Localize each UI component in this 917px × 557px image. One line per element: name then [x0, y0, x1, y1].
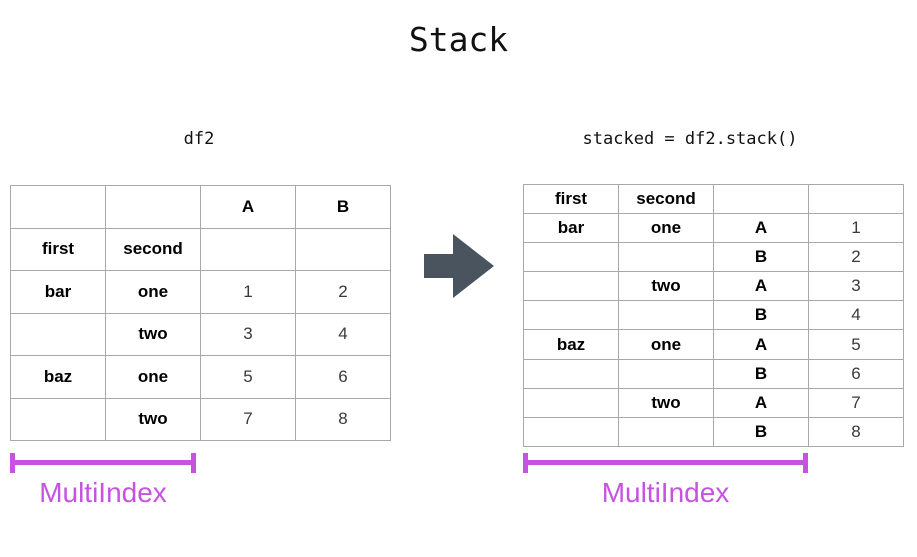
table-cell [200, 227, 296, 271]
table-cell: 5 [808, 329, 904, 360]
table-cell: two [618, 387, 714, 418]
multiindex-bracket-left [10, 453, 196, 473]
page-title: Stack [408, 20, 509, 59]
bracket-bar [10, 460, 196, 465]
table-cell [523, 387, 619, 418]
table-cell: 1 [200, 270, 296, 314]
table-cell: first [523, 183, 619, 215]
table-cell: first [10, 227, 106, 271]
table-cell: B [713, 416, 809, 447]
table-cell: A [713, 387, 809, 418]
table-cell [808, 183, 904, 215]
bracket-cap-icon [191, 453, 196, 473]
table-cell [523, 242, 619, 273]
table-cell: bar [523, 213, 619, 244]
table-cell: 7 [200, 397, 296, 441]
arrow-right-icon [424, 232, 496, 300]
table-cell [618, 358, 714, 389]
table-cell [523, 271, 619, 302]
table-cell: 7 [808, 387, 904, 418]
table-cell: 6 [808, 358, 904, 389]
table-cell: two [618, 271, 714, 302]
table-cell: 2 [295, 270, 391, 314]
table-cell: B [713, 358, 809, 389]
table-cell: second [618, 183, 714, 215]
table-cell: bar [10, 270, 106, 314]
table-cell: B [295, 185, 391, 229]
table-cell: 8 [295, 397, 391, 441]
table-cell: 3 [200, 312, 296, 356]
table-cell: one [618, 213, 714, 244]
table-cell: 4 [808, 300, 904, 331]
table-cell: baz [523, 329, 619, 360]
table-cell [713, 183, 809, 215]
table-cell: second [105, 227, 201, 271]
multiindex-label-left: MultiIndex [39, 477, 167, 508]
bracket-cap-icon [803, 453, 808, 473]
stacked-code-label: stacked = df2.stack() [582, 129, 798, 149]
table-cell: 5 [200, 355, 296, 399]
multiindex-bracket-right [523, 453, 808, 473]
table-cell [10, 185, 106, 229]
table-cell: 1 [808, 213, 904, 244]
table-cell: one [105, 355, 201, 399]
table-cell: one [618, 329, 714, 360]
table-cell: A [713, 213, 809, 244]
table-cell: B [713, 242, 809, 273]
multiindex-label-right: MultiIndex [601, 477, 730, 508]
table-cell: 6 [295, 355, 391, 399]
table-cell: 3 [808, 271, 904, 302]
table-cell [523, 416, 619, 447]
table-cell: A [713, 271, 809, 302]
table-cell: A [200, 185, 296, 229]
table-cell [523, 358, 619, 389]
table-cell [618, 242, 714, 273]
table-cell: one [105, 270, 201, 314]
table-cell: baz [10, 355, 106, 399]
table-cell: B [713, 300, 809, 331]
table-cell: 8 [808, 416, 904, 447]
table-cell: two [105, 397, 201, 441]
table-cell [295, 227, 391, 271]
table-cell [10, 397, 106, 441]
bracket-bar [523, 460, 808, 465]
table-cell [523, 300, 619, 331]
table-cell [105, 185, 201, 229]
table-cell [618, 416, 714, 447]
table-cell: A [713, 329, 809, 360]
df2-label: df2 [183, 129, 215, 149]
table-cell: 2 [808, 242, 904, 273]
table-cell [10, 312, 106, 356]
table-cell: 4 [295, 312, 391, 356]
table-cell [618, 300, 714, 331]
table-cell: two [105, 312, 201, 356]
